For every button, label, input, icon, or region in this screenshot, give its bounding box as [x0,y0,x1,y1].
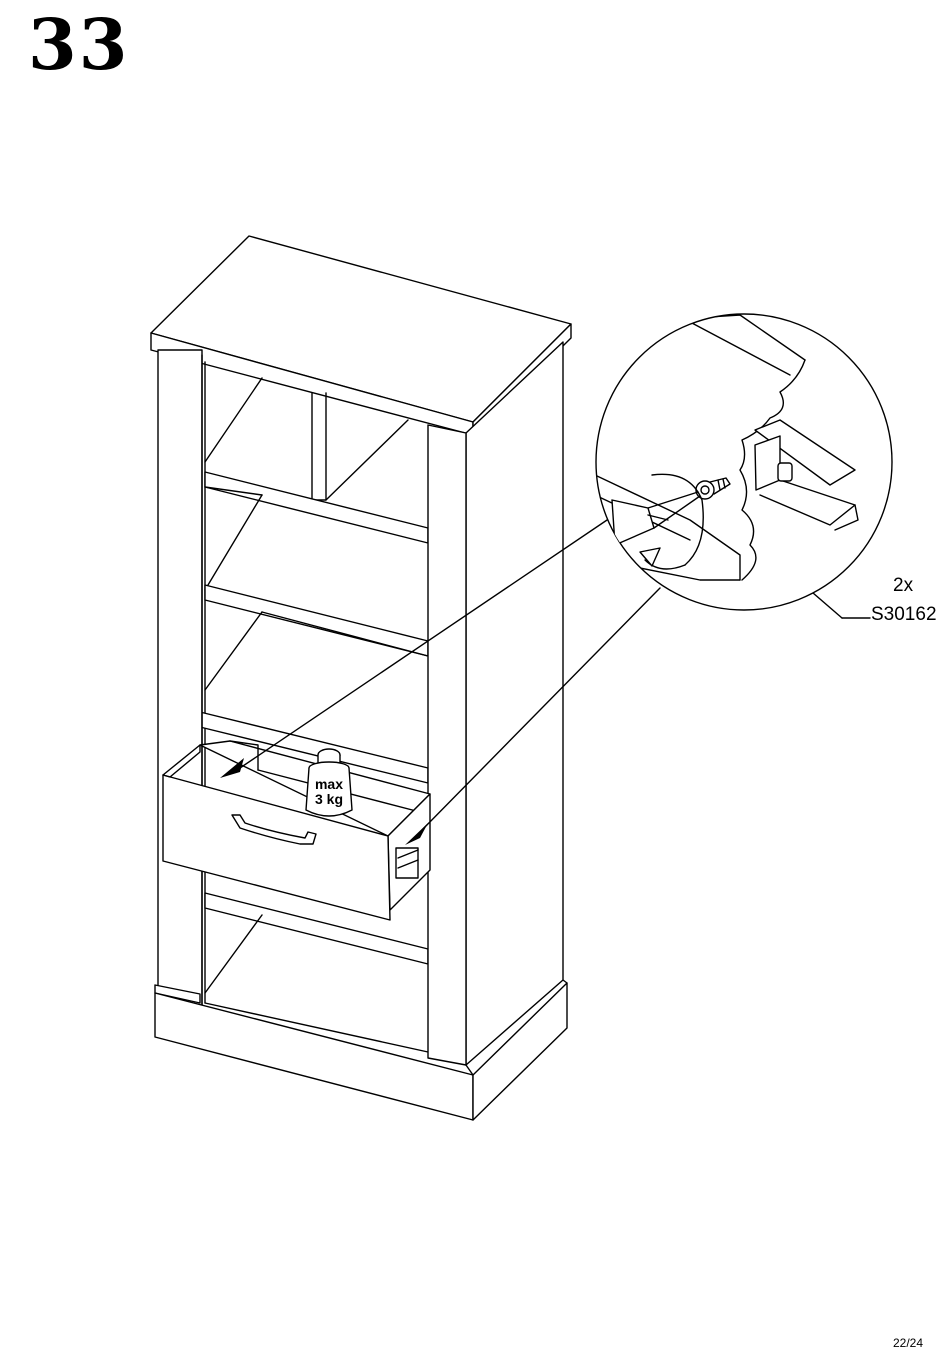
max-weight-label: max 3 kg [306,777,352,807]
part-code: S30162 [871,604,937,626]
cabinet-interior [200,362,428,1052]
side-panel [466,342,563,1065]
page-number: 22/24 [893,1336,923,1350]
part-quantity: 2x [893,575,913,597]
max-weight-line2: 3 kg [306,792,352,807]
max-weight-line1: max [306,777,352,792]
